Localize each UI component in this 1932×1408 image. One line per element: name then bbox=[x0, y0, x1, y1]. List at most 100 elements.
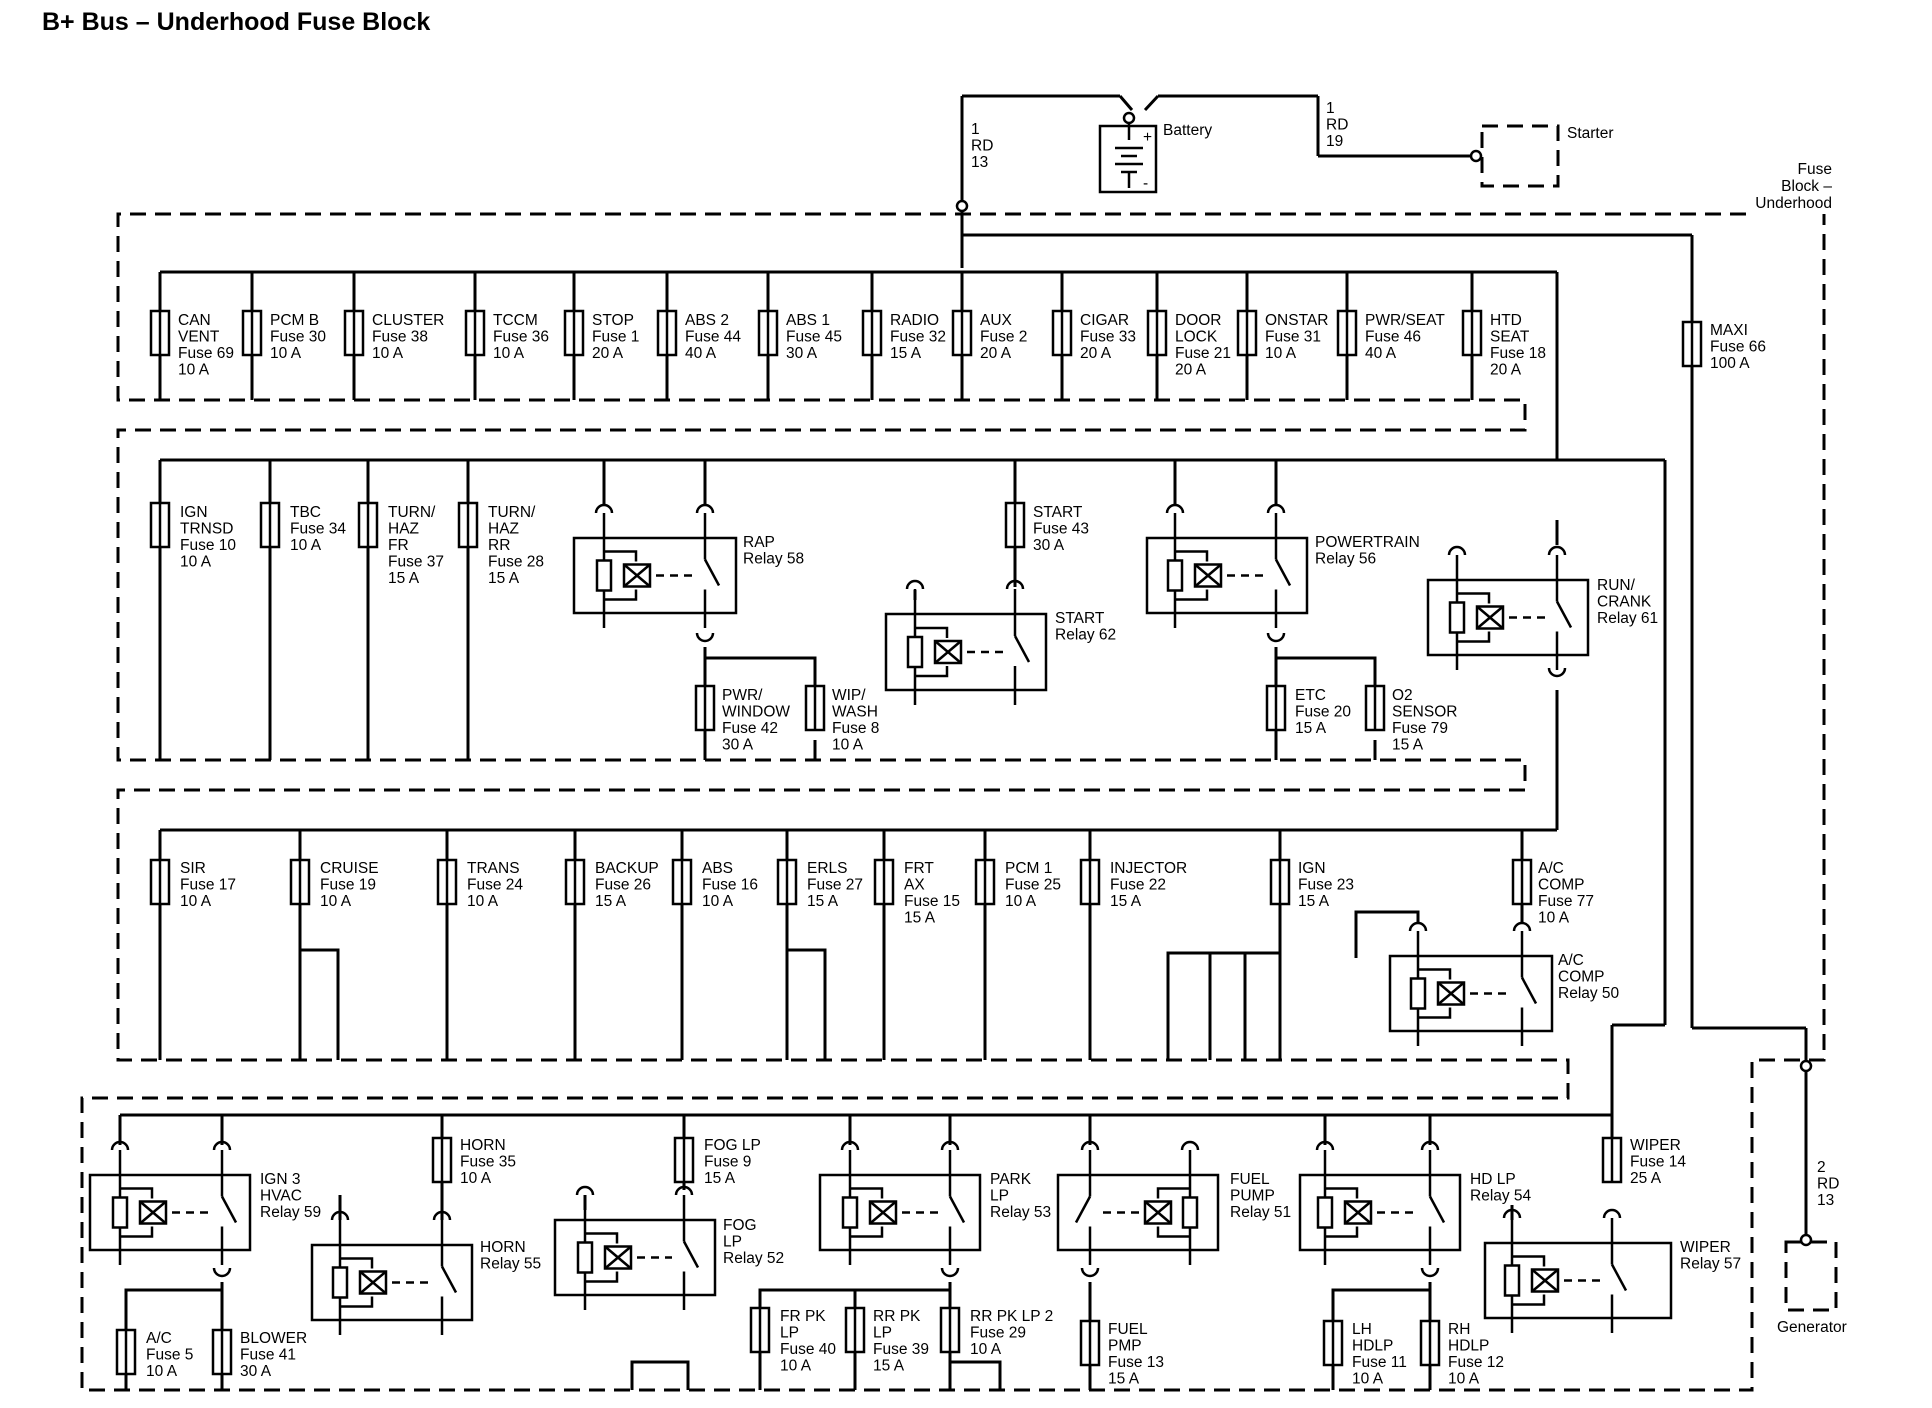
relay-label-run-crank-line: CRANK bbox=[1597, 594, 1652, 611]
fuse-label-radio-line: RADIO bbox=[890, 312, 939, 329]
relay-label-run-crank-line: Relay 61 bbox=[1597, 610, 1658, 627]
fuse-label-turn-haz-fr-line: HAZ bbox=[388, 521, 419, 538]
fuse-label-abs2-line: Fuse 44 bbox=[685, 329, 741, 346]
relay-label-wiper-relay-line: WIPER bbox=[1680, 1239, 1731, 1256]
fuse-label-backup-line: Fuse 26 bbox=[595, 877, 651, 894]
fuse-label-can-vent-line: CAN bbox=[178, 312, 211, 329]
wiring bbox=[118, 94, 1813, 1390]
fuse-label-onstar-line: ONSTAR bbox=[1265, 312, 1328, 329]
fuse-label-blower-line: 30 A bbox=[240, 1363, 272, 1380]
fuse-label-abs-line: 10 A bbox=[702, 893, 734, 910]
fuse-label-frt-ax-line: AX bbox=[904, 877, 925, 894]
fuse-label-start-line: 30 A bbox=[1033, 537, 1065, 554]
fuse-label-door-lock-line: DOOR bbox=[1175, 312, 1222, 329]
fuse-label-tccm-line: Fuse 36 bbox=[493, 329, 549, 346]
fuse-label-pcm1-line: 10 A bbox=[1005, 893, 1037, 910]
relay-label-rap-line: RAP bbox=[743, 534, 775, 551]
fuse-label-fuel-pmp-line: 15 A bbox=[1108, 1371, 1140, 1388]
fuse-label-ac-comp-fuse-line: A/C bbox=[1538, 860, 1564, 877]
fuse-label-wip-wash-line: Fuse 8 bbox=[832, 720, 879, 737]
fuse-label-cigar-line: CIGAR bbox=[1080, 312, 1129, 329]
fuse-label-wiper-fuse-line: Fuse 14 bbox=[1630, 1154, 1686, 1171]
relay-wiper-relay bbox=[1483, 1241, 1673, 1320]
fuse-label-rr-pk-lp2-line: Fuse 29 bbox=[970, 1325, 1026, 1342]
fuse-label-backup-line: BACKUP bbox=[595, 860, 659, 877]
fuse-label-pcm-b-line: PCM B bbox=[270, 312, 319, 329]
fuse-label-tbc-line: TBC bbox=[290, 504, 321, 521]
fuse-label-cruise-line: 10 A bbox=[320, 893, 352, 910]
fuse-label-abs2-line: 40 A bbox=[685, 345, 717, 362]
fuse-label-pwr-seat-line: Fuse 46 bbox=[1365, 329, 1421, 346]
fuse-label-fr-pk-lp-line: Fuse 40 bbox=[780, 1341, 836, 1358]
fuse-label-lh-hdlp-line: Fuse 11 bbox=[1352, 1354, 1407, 1371]
wire-label-generator-line: RD bbox=[1817, 1176, 1839, 1193]
battery-minus: - bbox=[1143, 175, 1148, 192]
fuse-label-etc-line: Fuse 20 bbox=[1295, 704, 1351, 721]
fuse-label-lh-hdlp-line: HDLP bbox=[1352, 1338, 1393, 1355]
relay-horn-relay bbox=[310, 1243, 474, 1322]
fuse-label-sir-line: 10 A bbox=[180, 893, 212, 910]
fuse-label-pwr-window-line: PWR/ bbox=[722, 687, 763, 704]
fuse-label-aux-line: AUX bbox=[980, 312, 1013, 329]
fuse-label-door-lock-line: Fuse 21 bbox=[1175, 345, 1231, 362]
fuse-label-radio-line: Fuse 32 bbox=[890, 329, 946, 346]
fuse-label-stop-line: STOP bbox=[592, 312, 634, 329]
fuse-label-rh-hdlp-line: Fuse 12 bbox=[1448, 1354, 1504, 1371]
fuse-label-onstar-line: Fuse 31 bbox=[1265, 329, 1321, 346]
battery-label: Battery bbox=[1163, 122, 1212, 139]
battery-plus: + bbox=[1143, 129, 1152, 146]
fuse-label-htd-seat-line: 20 A bbox=[1490, 362, 1522, 379]
fuse-label-maxi-line: 100 A bbox=[1710, 355, 1750, 372]
fuse-label-frt-ax-line: FRT bbox=[904, 860, 934, 877]
fuse-label-rh-hdlp-line: 10 A bbox=[1448, 1371, 1480, 1388]
fuse-label-fog-lp-fuse-line: 15 A bbox=[704, 1170, 736, 1187]
relay-fog-lp-relay bbox=[553, 1218, 717, 1297]
fuse-label-start-line: START bbox=[1033, 504, 1083, 521]
relay-label-run-crank-line: RUN/ bbox=[1597, 577, 1636, 594]
fuse-label-can-vent-line: VENT bbox=[178, 329, 220, 346]
relay-label-hd-lp-line: Relay 54 bbox=[1470, 1188, 1532, 1205]
fuse-label-htd-seat-line: SEAT bbox=[1490, 329, 1530, 346]
fuse-label-wip-wash-line: 10 A bbox=[832, 737, 864, 754]
fuse-block-label-line: Underhood bbox=[1755, 195, 1832, 212]
relay-label-horn-relay-line: Relay 55 bbox=[480, 1256, 541, 1273]
fuse-label-fuel-pmp-line: Fuse 13 bbox=[1108, 1354, 1164, 1371]
fuse-label-pcm1-line: PCM 1 bbox=[1005, 860, 1052, 877]
relay-start-relay bbox=[884, 612, 1048, 692]
relay-hd-lp bbox=[1298, 1173, 1462, 1252]
fuse-label-frt-ax-line: 15 A bbox=[904, 910, 936, 927]
wire-label-batt-starter-line: RD bbox=[1326, 117, 1348, 134]
fuse-label-pwr-window-line: 30 A bbox=[722, 737, 754, 754]
fuse-label-wip-wash-line: WASH bbox=[832, 704, 878, 721]
wire-label-batt-starter-line: 1 bbox=[1326, 100, 1335, 117]
fuse-label-o2-sensor-line: Fuse 79 bbox=[1392, 720, 1448, 737]
fuse-label-injector-line: Fuse 22 bbox=[1110, 877, 1166, 894]
generator-label: Generator bbox=[1777, 1319, 1847, 1336]
fuse-label-wiper-fuse-line: WIPER bbox=[1630, 1137, 1681, 1154]
